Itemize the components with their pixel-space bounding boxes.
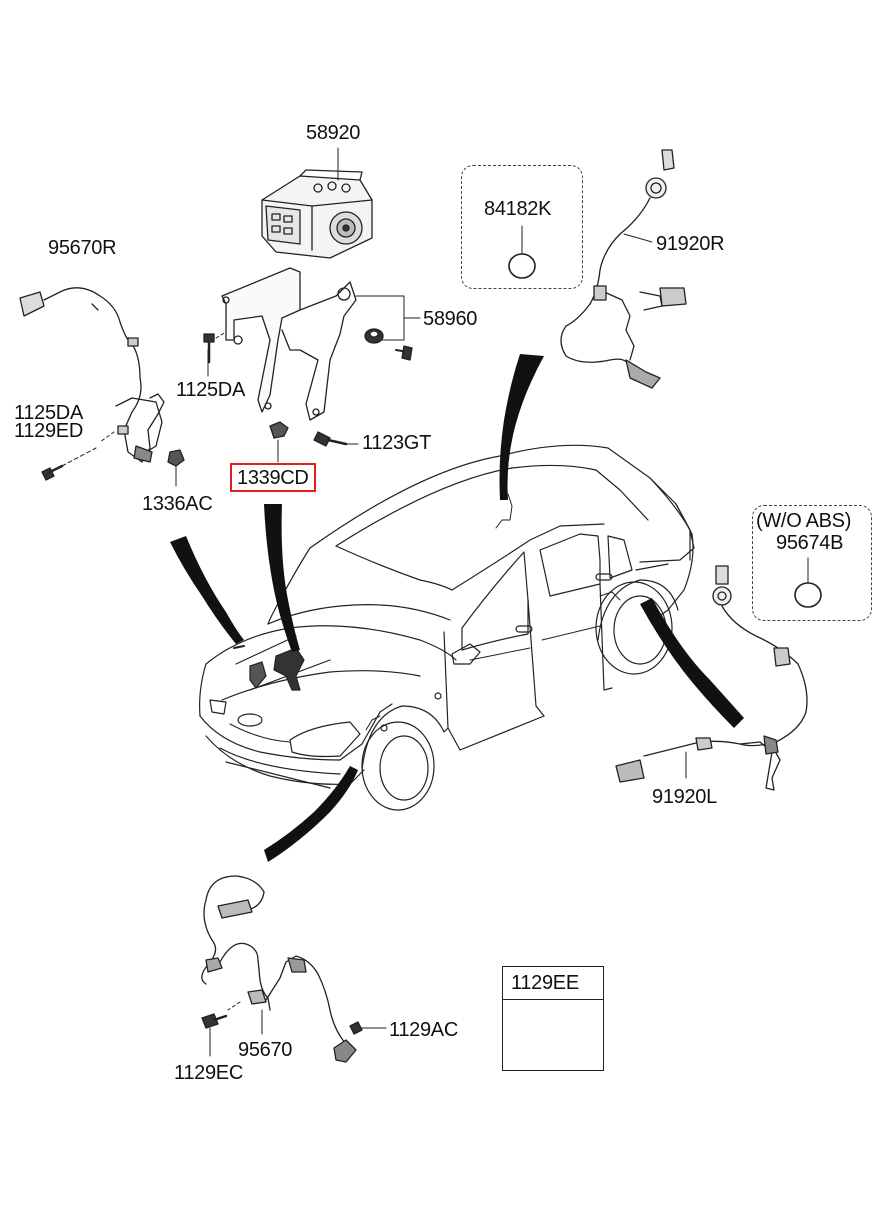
sensor-91920r-part[interactable] — [560, 149, 687, 389]
label-1129ec[interactable]: 1129EC — [174, 1062, 243, 1084]
label-95674b[interactable]: 95674B — [776, 532, 844, 554]
bolt-1123gt-part[interactable] — [313, 431, 359, 447]
label-95670[interactable]: 95670 — [238, 1039, 293, 1061]
label-95670r[interactable]: 95670R — [48, 237, 117, 259]
cap-95674b-part[interactable] — [794, 557, 822, 608]
bolt-1129ee-box — [502, 966, 604, 1071]
clip-1336ac-part[interactable] — [167, 449, 185, 487]
label-91920l[interactable]: 91920L — [652, 786, 717, 808]
label-1123gt[interactable]: 1123GT — [362, 432, 431, 454]
label-wo-abs: (W/O ABS) — [756, 510, 852, 532]
cap-84182k-part[interactable] — [508, 225, 536, 279]
label-58920[interactable]: 58920 — [306, 122, 361, 144]
callout-arrows — [170, 354, 744, 862]
sensor-95670-part[interactable] — [201, 875, 357, 1063]
abs-module-part[interactable] — [261, 147, 373, 259]
bolt-58960-part[interactable] — [395, 345, 413, 361]
label-84182k[interactable]: 84182K — [484, 198, 552, 220]
label-1129ac[interactable]: 1129AC — [389, 1019, 458, 1041]
bracket-part[interactable] — [221, 267, 421, 421]
bolt-1125da-bracket-part[interactable] — [203, 331, 227, 377]
label-1125da-bracket[interactable]: 1125DA — [176, 379, 245, 401]
nut-1339cd-part[interactable] — [269, 421, 289, 463]
grommet-part[interactable] — [364, 328, 384, 344]
bolt-1129ed-part[interactable] — [41, 447, 97, 481]
sensor-95670r-part[interactable] — [19, 287, 165, 463]
car-body — [199, 444, 695, 811]
label-1339cd-highlighted[interactable]: 1339CD — [230, 463, 316, 492]
label-1125da-left[interactable]: 1125DA — [14, 402, 83, 424]
bolt-1129ec-part[interactable] — [201, 1013, 228, 1057]
label-91920r[interactable]: 91920R — [656, 233, 725, 255]
label-58960[interactable]: 58960 — [423, 308, 478, 330]
cap-84182k-box — [461, 165, 583, 289]
label-1336ac[interactable]: 1336AC — [142, 493, 213, 515]
sensor-91920l-part[interactable] — [615, 565, 808, 791]
bolt-1129ac-part[interactable] — [349, 1021, 387, 1035]
label-1129ee[interactable]: 1129EE — [511, 972, 579, 994]
label-1129ed[interactable]: 1129ED — [14, 420, 83, 442]
wo-abs-box — [752, 505, 872, 621]
